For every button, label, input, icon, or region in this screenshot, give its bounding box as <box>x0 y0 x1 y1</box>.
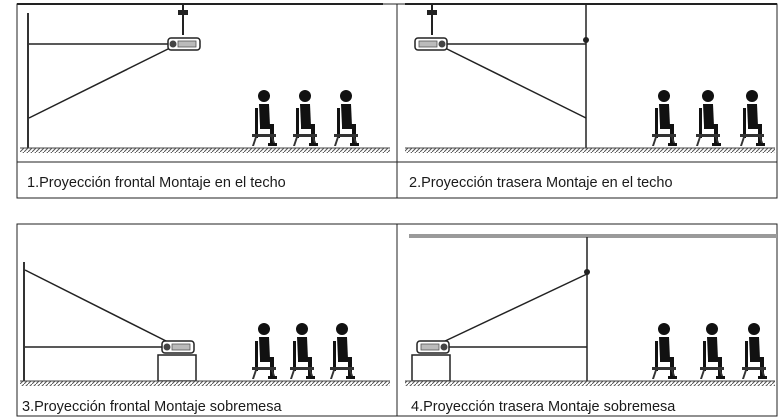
panel-3-projector-icon <box>161 340 195 354</box>
panel-4 <box>396 223 778 417</box>
panel-4-caption: 4.Proyección trasera Montaje sobremesa <box>411 399 676 415</box>
panel-1-person-icon <box>293 90 318 146</box>
panel-3-floor <box>20 381 390 386</box>
panel-3-person-icon <box>290 323 315 379</box>
panel-4-table <box>411 354 451 382</box>
panel-4-projector-icon <box>416 340 450 354</box>
panel-4-person-icon <box>700 323 725 379</box>
panel-2-floor <box>405 148 775 153</box>
panel-1-beam <box>28 47 171 119</box>
panel-2-caption: 2.Proyección trasera Montaje en el techo <box>409 175 673 191</box>
panel-2 <box>396 3 778 199</box>
panel-4-frame <box>396 223 778 417</box>
panel-2-frame <box>396 3 778 199</box>
panel-4-floor <box>405 381 775 386</box>
panel-3-person-icon <box>330 323 355 379</box>
panel-1-floor <box>20 148 390 153</box>
panel-3-caption: 3.Proyección frontal Montaje sobremesa <box>22 399 282 415</box>
panel-3-frame <box>16 223 398 417</box>
panel-2-projector-icon <box>414 37 448 51</box>
panel-2-beam <box>444 47 587 119</box>
panel-3-person-icon <box>252 323 277 379</box>
panel-2-person-icon <box>652 90 677 146</box>
panel-3-beam <box>24 269 169 343</box>
panel-1-caption: 1.Proyección frontal Montaje en el techo <box>27 175 286 191</box>
panel-4-person-icon <box>742 323 767 379</box>
panel-4-person-icon <box>652 323 677 379</box>
panel-3 <box>16 223 398 417</box>
panel-1-frame <box>16 3 398 199</box>
panel-2-person-icon <box>740 90 765 146</box>
panel-1-person-icon <box>334 90 359 146</box>
panel-1-projector-icon <box>167 37 201 51</box>
panel-1 <box>16 3 398 199</box>
panel-2-person-icon <box>696 90 721 146</box>
panel-4-beam <box>442 273 588 343</box>
panel-3-table <box>157 354 197 382</box>
panel-1-person-icon <box>252 90 277 146</box>
